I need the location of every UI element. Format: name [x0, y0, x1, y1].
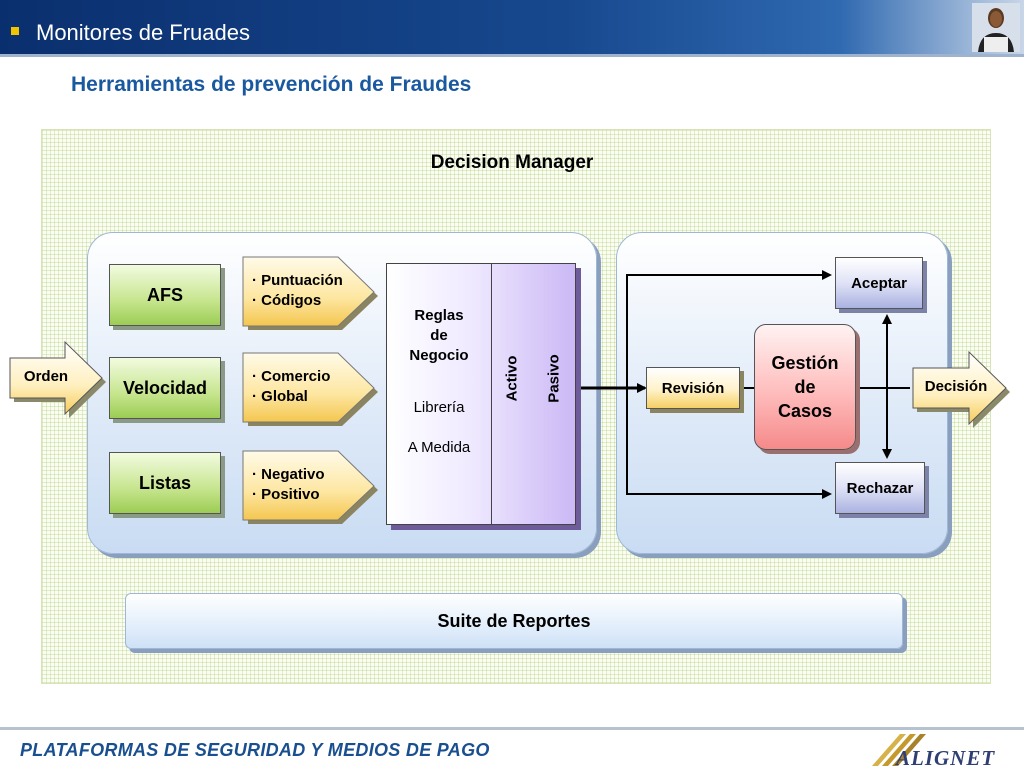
- reject-box: Rechazar: [835, 462, 925, 514]
- alignet-logo: ALIGNET: [870, 730, 1020, 770]
- listas-label: Listas: [138, 472, 192, 493]
- afs-label: AFS: [147, 284, 183, 305]
- accept-box: Aceptar: [835, 257, 923, 309]
- to-accept-connector: [626, 270, 832, 388]
- rules-custom: A Medida: [407, 439, 471, 456]
- case-line-3: Casos: [777, 401, 832, 421]
- presenter-avatar: [972, 3, 1020, 52]
- review-label: Revisión: [661, 379, 725, 397]
- footer-divider: [0, 727, 1024, 730]
- bullet-negativo: Negativo: [261, 466, 325, 483]
- rules-title-line-3: Negocio: [409, 347, 469, 364]
- reject-label: Rechazar: [846, 479, 914, 497]
- to-reject-connector: [626, 388, 832, 499]
- case-line-2: de: [794, 377, 816, 397]
- reports-suite-bar: Suite de Reportes: [125, 593, 903, 649]
- decision-arrow: [912, 350, 1007, 426]
- yellow-arrow-3-text: · Negativo· Positivo: [252, 466, 325, 503]
- diagram-title: Decision Manager: [430, 152, 594, 173]
- slide-subtitle: Herramientas de prevención de Fraudes: [71, 73, 472, 96]
- yellow-arrow-1: [242, 256, 375, 327]
- listas-box: Listas: [109, 452, 221, 514]
- header-bullet: [11, 27, 19, 35]
- reports-label: Suite de Reportes: [437, 610, 591, 631]
- orden-label: Orden: [23, 368, 69, 385]
- yellow-arrow-3: [242, 450, 375, 521]
- velocidad-label: Velocidad: [122, 377, 208, 398]
- review-box: Revisión: [646, 367, 740, 409]
- bullet-positivo: Positivo: [261, 486, 320, 503]
- rules-library: Librería: [413, 399, 465, 416]
- accept-label: Aceptar: [851, 274, 907, 292]
- bullet-puntuacion: Puntuación: [261, 272, 343, 289]
- case-management-box: Gestión de Casos: [754, 324, 856, 450]
- yellow-arrow-2-text: · Comercio· Global: [252, 368, 331, 405]
- decision-label: Decisión: [924, 378, 988, 395]
- yellow-arrow-2: [242, 352, 375, 423]
- rules-passive-column: Pasivo: [545, 354, 563, 403]
- business-rules-box: Reglas de Negocio Librería A Medida Acti…: [386, 263, 576, 525]
- velocidad-box: Velocidad: [109, 357, 221, 419]
- yellow-arrow-1-text: · Puntuación· Códigos: [252, 272, 343, 309]
- slide-title: Monitores de Fruades: [36, 20, 250, 45]
- bullet-comercio: Comercio: [261, 368, 331, 385]
- rules-divider: [491, 264, 492, 524]
- logo-stripes-icon: [872, 734, 926, 766]
- case-line-1: Gestión: [771, 353, 839, 373]
- footer-text: PLATAFORMAS DE SEGURIDAD Y MEDIOS DE PAG…: [20, 740, 490, 760]
- rules-title-line-1: Reglas: [414, 307, 464, 324]
- bullet-global: Global: [261, 388, 308, 405]
- rules-title-line-2: de: [430, 327, 448, 344]
- rules-active-column: Activo: [503, 355, 521, 402]
- header-bar: Monitores de Fruades: [0, 0, 1024, 57]
- bullet-codigos: Códigos: [261, 292, 322, 309]
- afs-box: AFS: [109, 264, 221, 326]
- orden-arrow: [9, 340, 103, 416]
- logo-text: ALIGNET: [896, 746, 996, 770]
- rules-title: Reglas de Negocio: [387, 306, 491, 366]
